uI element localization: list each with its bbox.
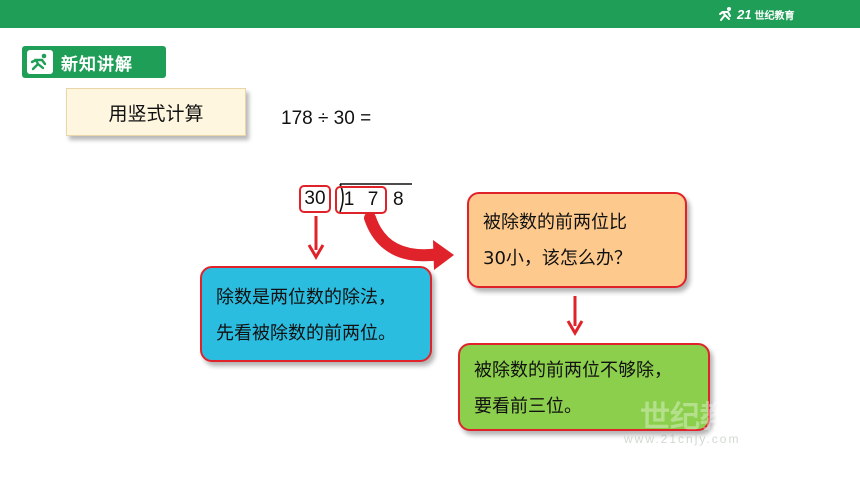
- answer-line-2: 要看前三位。: [474, 396, 582, 417]
- curved-arrow-body: [364, 212, 446, 262]
- hint-blue-line-2: 先看被除数的前两位。: [216, 323, 396, 344]
- question-line-2: 30小，该怎么办？: [483, 248, 632, 269]
- hint-bubble-blue: 除数是两位数的除法， 先看被除数的前两位。: [200, 266, 432, 362]
- divisor-highlight: 30: [299, 185, 331, 213]
- task-label: 用竖式计算: [108, 102, 204, 125]
- question-bubble-orange: 被除数的前两位比 30小，该怎么办？: [467, 192, 687, 288]
- answer-line-1: 被除数的前两位不够除，: [474, 360, 672, 381]
- running-person-icon: [27, 50, 53, 74]
- watermark-text: 世纪教育: [640, 401, 760, 434]
- dividend-digit-3: 8: [393, 189, 404, 210]
- section-title-badge: 新知讲解: [22, 46, 166, 78]
- watermark-url: www.21cnjy.com: [624, 432, 741, 446]
- hint-blue-line-1: 除数是两位数的除法，: [216, 287, 396, 308]
- section-title: 新知讲解: [61, 54, 133, 75]
- question-line-1: 被除数的前两位比: [483, 212, 627, 233]
- runner-logo-icon: [719, 7, 731, 21]
- answer-bubble-green: 被除数的前两位不够除， 要看前三位。: [458, 343, 710, 431]
- task-label-box: 用竖式计算: [66, 88, 246, 136]
- division-expression: 178 ÷ 30 =: [281, 108, 372, 129]
- dividend-digit-1: 1: [343, 189, 355, 210]
- down-arrow-head-bubble: [566, 320, 584, 336]
- brand-logo: 21 世纪教育: [718, 4, 794, 24]
- brand-name: 世纪教育: [754, 10, 795, 22]
- top-bar: 21 世纪教育: [0, 0, 860, 28]
- down-arrow-head-divisor: [307, 244, 325, 260]
- dividend-digit-2: 7: [367, 189, 379, 210]
- brand-number: 21: [737, 6, 752, 22]
- curved-arrow-head: [433, 240, 454, 270]
- divisor: 30: [304, 188, 326, 209]
- dividend-first-two-digits-highlight: 1 7: [335, 186, 387, 214]
